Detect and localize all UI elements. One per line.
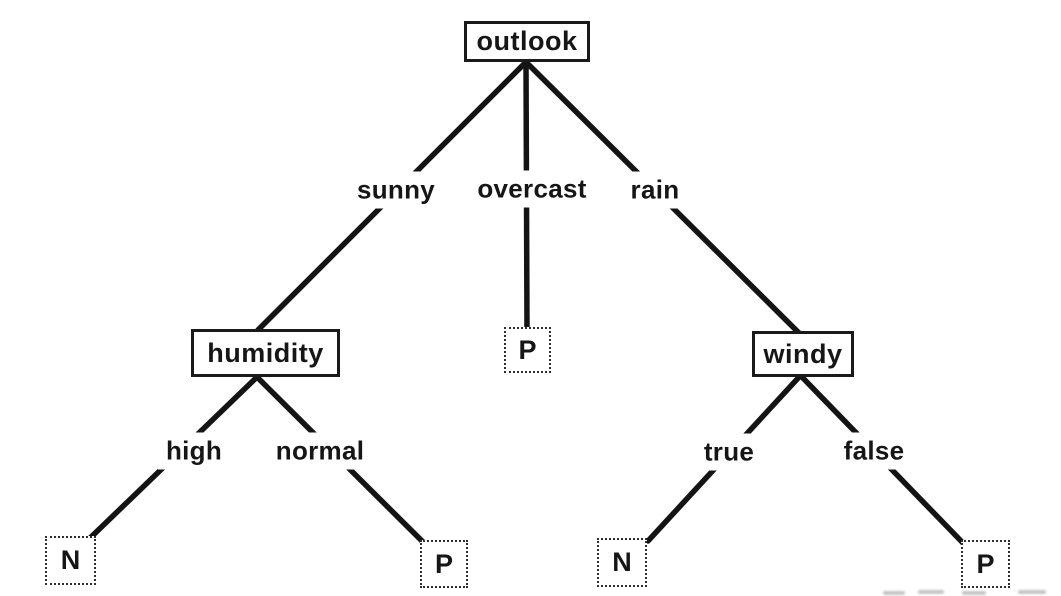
node-outlook: outlook [464, 21, 590, 62]
edge-label-false: false [835, 432, 913, 470]
scan-artifact [883, 591, 905, 595]
leaf-true-n: N [597, 538, 647, 587]
edge-label-true: true [695, 433, 763, 471]
edge-label-normal: normal [267, 432, 373, 470]
leaf-false-p: P [961, 540, 1010, 588]
node-windy: windy [752, 331, 854, 377]
edge-label-overcast: overcast [469, 170, 595, 208]
edge-label-sunny: sunny [348, 171, 444, 209]
edge-label-rain: rain [622, 171, 688, 209]
scan-artifact [1018, 590, 1046, 594]
leaf-overcast-p: P [504, 327, 551, 373]
scan-artifact [918, 590, 944, 594]
leaf-high-n: N [45, 536, 96, 585]
scan-artifact [962, 591, 986, 595]
edge-label-high: high [157, 432, 231, 470]
node-humidity: humidity [191, 329, 340, 377]
leaf-normal-p: P [420, 540, 468, 588]
